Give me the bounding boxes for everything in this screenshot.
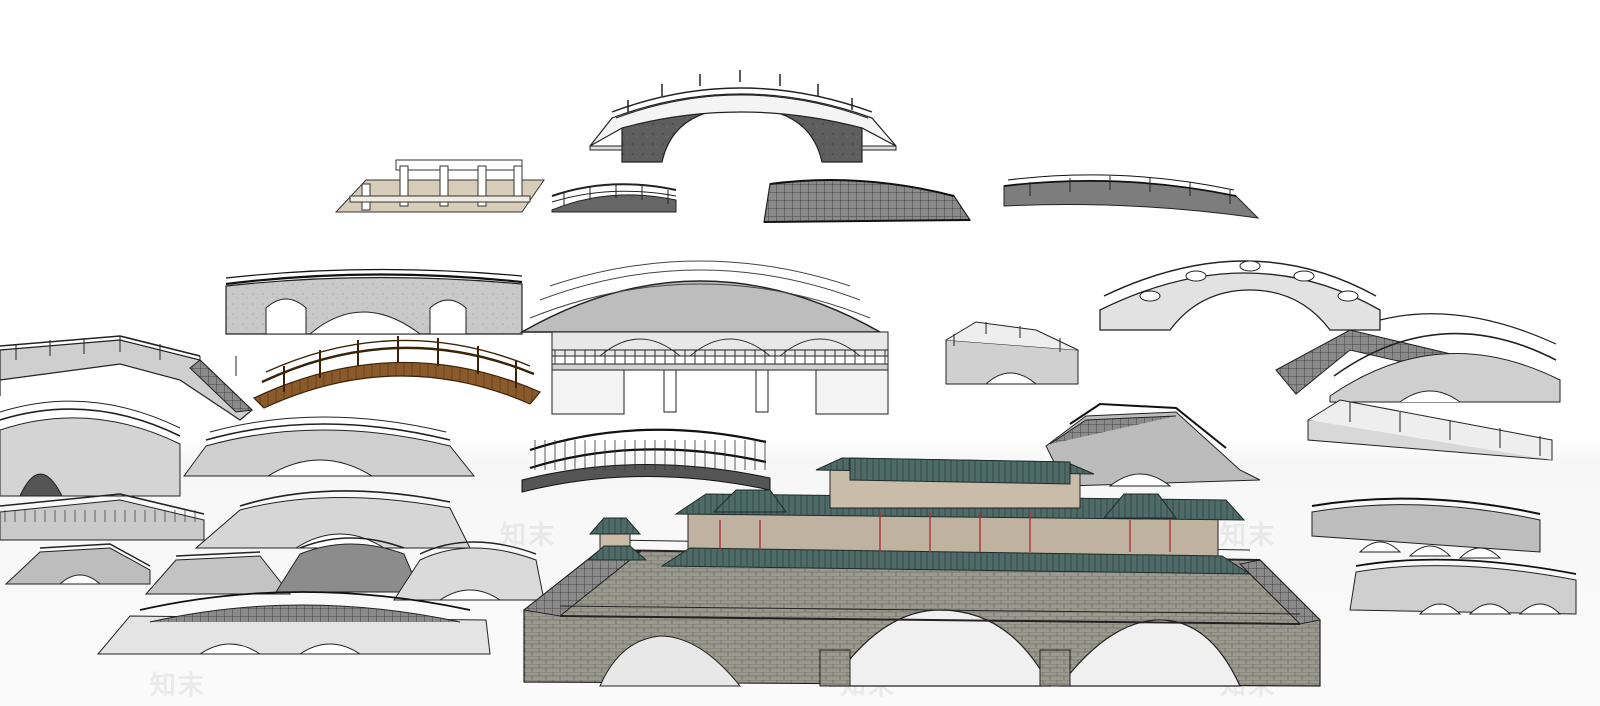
bridge-grey-arch-mid-left [183, 416, 476, 477]
bridge-beige-beam [334, 159, 545, 213]
bridge-flat-rail [1003, 174, 1260, 219]
bridge-multi-arch-long [225, 268, 523, 335]
bridge-wooden-arch [252, 336, 541, 409]
bridge-multi-arch-right-upper [1311, 497, 1541, 559]
bridge-multi-arch-right-lower [1349, 558, 1577, 615]
bridge-pavilion-large [522, 457, 1322, 687]
bridge-small-dark-arch [551, 183, 677, 213]
bridge-small-white-right-mid [393, 541, 545, 601]
bridge-dark-stair-right [1045, 402, 1261, 487]
bridge-small-stone-left [4, 543, 151, 585]
watermark-3: 知末 [1220, 521, 1277, 551]
bridge-ornate-white-arch [1099, 260, 1381, 331]
watermark-5: 知末 [150, 671, 207, 701]
bridge-grand-stair-right [1275, 313, 1561, 461]
bridge-layered-mid-left [194, 490, 471, 549]
bridge-grey-stair-left [0, 335, 254, 421]
bridge-covered-white [519, 260, 889, 415]
bridge-small-dark-mid [275, 537, 421, 593]
bridge-low-rail-left [0, 493, 205, 541]
bridge-white-arch-top [589, 70, 897, 163]
bridge-dark-rail-center [521, 428, 771, 493]
bridge-long-stepped-front [96, 591, 491, 655]
bridge-small-white-rail [945, 321, 1079, 385]
bridge-grid-deck [763, 179, 972, 223]
bridge-small-stone-mid [144, 551, 292, 595]
bridge-white-arch-left [0, 400, 181, 497]
